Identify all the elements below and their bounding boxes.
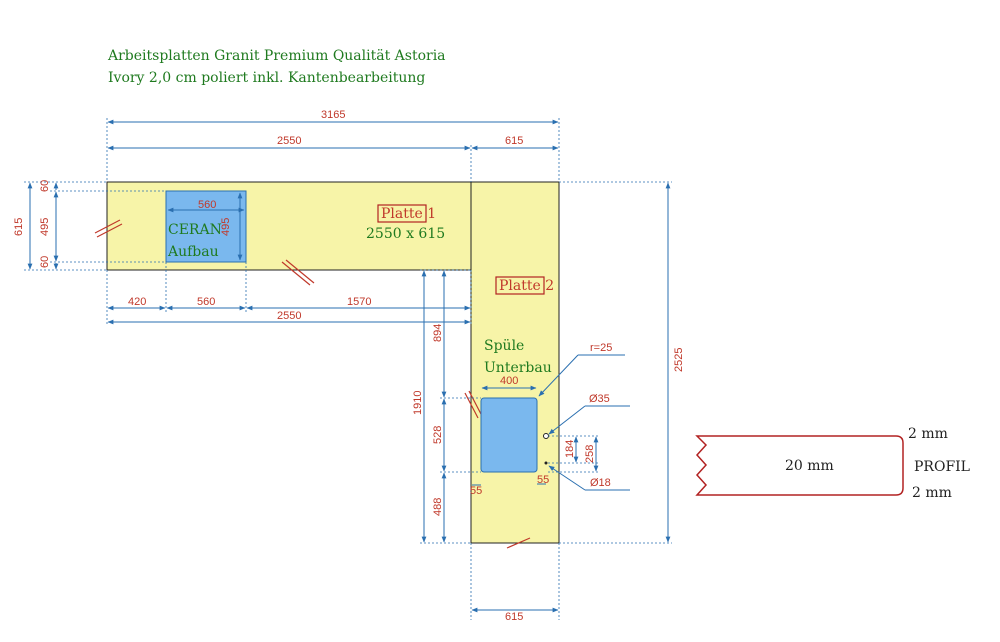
title-line-2: Ivory 2,0 cm poliert inkl. Kantenbearbei… [108, 70, 425, 86]
dim-184: 184 [564, 440, 576, 458]
profile-bottom-edge: 2 mm [912, 485, 952, 501]
plate2-label-box [495, 276, 545, 295]
sink-label-1: Spüle [484, 338, 524, 354]
dim-ceran-height: 495 [220, 218, 232, 236]
profile-top-edge: 2 mm [908, 426, 948, 442]
ceran-label-2: Aufbau [167, 244, 219, 260]
hole-35-label: Ø35 [589, 393, 610, 405]
plate2-label: Platte 2 [499, 278, 554, 294]
dim-left-60-bottom: 60 [39, 256, 51, 268]
dim-total-3165: 3165 [321, 109, 345, 121]
dim-894: 894 [432, 324, 444, 342]
dim-488: 488 [432, 498, 444, 516]
dim-left-60-top: 60 [39, 180, 51, 192]
profile-thickness: 20 mm [785, 458, 834, 474]
plate1-label-box [377, 204, 427, 223]
dim-1910: 1910 [412, 391, 424, 415]
dim-top-615: 615 [505, 135, 523, 147]
dim-ceran-width: 560 [198, 199, 216, 211]
dim-55-left: 55 [470, 485, 482, 497]
dim-left-615: 615 [13, 218, 25, 236]
plate1-size: 2550 x 615 [366, 226, 445, 242]
sink-label-2: Unterbau [484, 360, 552, 376]
dim-top-2550: 2550 [277, 135, 301, 147]
dim-258: 258 [584, 445, 596, 463]
dim-below-560: 560 [197, 296, 215, 308]
edge-profile [695, 435, 904, 496]
ceran-label-1: CERAN [168, 222, 222, 238]
dim-right-2525: 2525 [673, 348, 685, 372]
dim-below-420: 420 [128, 296, 146, 308]
dim-55-right: 55 [537, 474, 549, 486]
tap-hole-18 [544, 461, 548, 465]
cut-marks [94, 219, 531, 549]
title-line-1: Arbeitsplatten Granit Premium Qualität A… [107, 48, 446, 64]
dim-left-495: 495 [39, 218, 51, 236]
dim-528: 528 [432, 426, 444, 444]
ceran-cutout [165, 190, 247, 263]
dim-below-1570: 1570 [347, 296, 371, 308]
dim-sink-width: 400 [500, 375, 518, 387]
sink-cutout [480, 397, 538, 473]
plate1-label: Platte 1 [381, 206, 436, 222]
profile-label: PROFIL [914, 459, 970, 475]
dim-bottom-615: 615 [505, 611, 523, 623]
dim-below-2550: 2550 [277, 310, 301, 322]
radius-label: r=25 [590, 342, 612, 354]
tap-hole-35 [543, 433, 549, 439]
hole-18-label: Ø18 [590, 477, 611, 489]
